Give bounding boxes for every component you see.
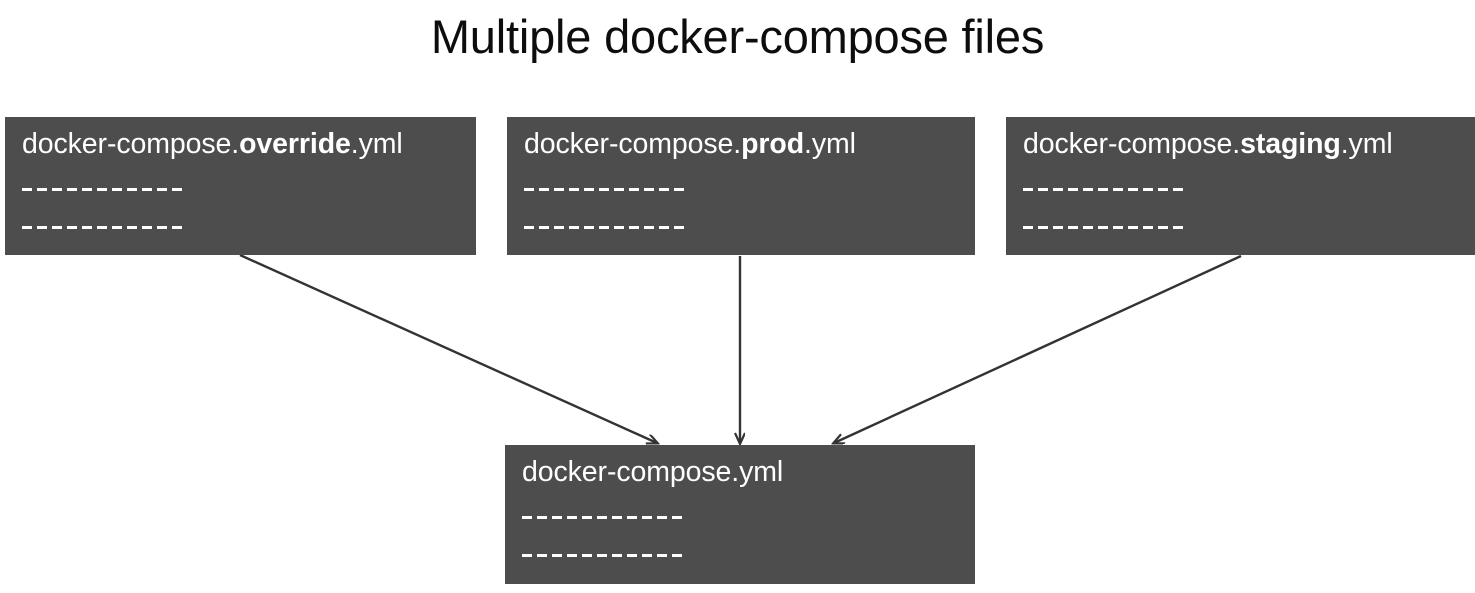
file-box-prod-label: docker-compose.prod.yml — [524, 128, 856, 161]
file-box-base-prefix: docker-compose.yml — [522, 456, 784, 488]
file-box-base-label: docker-compose.yml — [522, 456, 783, 489]
file-box-staging-suffix: .yml — [1340, 128, 1393, 160]
file-box-override[interactable]: docker-compose.override.yml — [5, 117, 476, 255]
file-box-staging-emphasis: staging — [1240, 128, 1341, 160]
file-box-staging-prefix: docker-compose. — [1023, 128, 1241, 160]
file-box-override-suffix: .yml — [350, 128, 403, 160]
file-box-prod[interactable]: docker-compose.prod.yml — [507, 117, 975, 255]
file-box-staging-content-line-1 — [1023, 188, 1185, 191]
file-box-base[interactable]: docker-compose.yml — [505, 445, 975, 584]
page-title: Multiple docker-compose files — [430, 10, 1045, 63]
file-box-base-content-line-2 — [522, 554, 684, 557]
file-box-override-label: docker-compose.override.yml — [22, 128, 403, 161]
file-box-override-content-line-1 — [22, 188, 184, 191]
file-box-override-prefix: docker-compose. — [22, 128, 240, 160]
arrow-override-to-base — [239, 253, 657, 443]
file-box-base-content-line-1 — [522, 516, 684, 519]
file-box-override-content-line-2 — [22, 226, 184, 229]
file-box-staging-content-line-2 — [1023, 226, 1185, 229]
file-box-prod-suffix: .yml — [804, 128, 856, 160]
file-box-staging[interactable]: docker-compose.staging.yml — [1006, 117, 1475, 255]
file-box-prod-emphasis: prod — [741, 128, 805, 160]
file-box-override-emphasis: override — [239, 128, 351, 160]
file-box-prod-prefix: docker-compose. — [524, 128, 742, 160]
file-box-prod-content-line-1 — [524, 188, 686, 191]
file-box-staging-label: docker-compose.staging.yml — [1023, 128, 1393, 161]
arrow-staging-to-base — [834, 254, 1242, 443]
file-box-prod-content-line-2 — [524, 226, 686, 229]
